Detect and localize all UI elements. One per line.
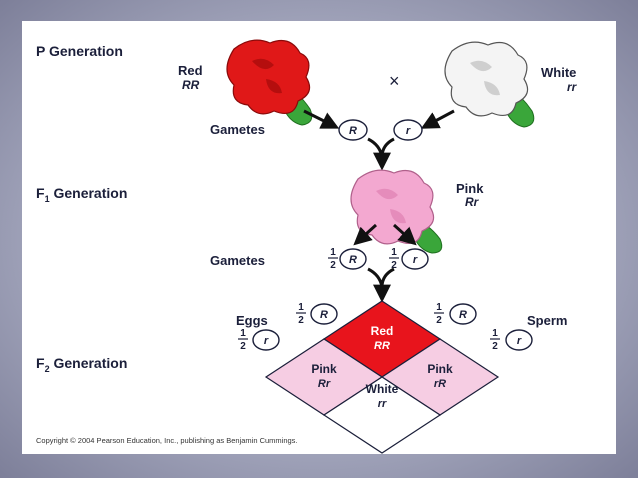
- red-parent-genotype: RR: [182, 78, 200, 92]
- svg-text:2: 2: [391, 260, 397, 271]
- cross-symbol: ×: [389, 71, 400, 91]
- merge-arrow-f1: [367, 137, 395, 158]
- arrow-red-to-gamete: [303, 109, 340, 129]
- diagram-graphics: R r 1 2 R 1 2 r: [226, 39, 535, 454]
- svg-text:R: R: [459, 309, 467, 321]
- white-parent-name: White: [541, 65, 577, 80]
- punnett-square: [264, 300, 500, 454]
- arrow-white-to-gamete: [420, 109, 455, 129]
- svg-text:1: 1: [436, 302, 442, 313]
- f2-generation-label: F2 Generation: [36, 355, 128, 374]
- gamete-letter-R: R: [349, 125, 357, 137]
- cell-right-name: Pink: [427, 362, 453, 376]
- cell-right-genotype: rR: [434, 378, 446, 390]
- f1-generation-label: F1 Generation: [36, 185, 128, 204]
- cell-bottom-name: White: [366, 382, 399, 396]
- svg-text:1: 1: [492, 328, 498, 339]
- sperm-circle-R: [449, 303, 477, 325]
- p-gametes-label: Gametes: [210, 122, 265, 137]
- cell-bottom-genotype: rr: [378, 398, 387, 410]
- f1-gametes-label: Gametes: [210, 253, 265, 268]
- gamete-letter-r: r: [406, 125, 411, 137]
- svg-text:2: 2: [436, 315, 442, 326]
- egg-circle-r: [252, 329, 280, 351]
- sperm-circle-r: [505, 329, 533, 351]
- egg-circle-R: [310, 303, 338, 325]
- p-generation-label: P Generation: [36, 43, 123, 59]
- copyright-text: Copyright © 2004 Pearson Education, Inc.…: [36, 436, 298, 445]
- red-flower-icon: [226, 39, 313, 126]
- svg-text:R: R: [320, 309, 328, 321]
- svg-text:1: 1: [240, 328, 246, 339]
- cell-top-name: Red: [371, 324, 394, 338]
- arrow-f1-to-r: [392, 223, 417, 246]
- svg-text:R: R: [349, 254, 357, 266]
- pink-flower-icon: [350, 169, 443, 254]
- red-parent-name: Red: [178, 63, 203, 78]
- f1-genotype: Rr: [465, 195, 479, 209]
- gamete-circle-R: [338, 119, 368, 141]
- svg-text:r: r: [264, 335, 269, 347]
- punnett-cell-bottom: [322, 376, 442, 454]
- svg-text:2: 2: [240, 341, 246, 352]
- merge-arrow-f2: [367, 267, 395, 288]
- sperm-label: Sperm: [527, 313, 568, 328]
- cell-left-genotype: Rr: [318, 378, 331, 390]
- cell-left-name: Pink: [311, 362, 337, 376]
- svg-text:2: 2: [298, 315, 304, 326]
- svg-text:2: 2: [330, 260, 336, 271]
- gamete-circle-r: [393, 119, 423, 141]
- f1-gamete-circle-R: [339, 248, 367, 270]
- arrow-f1-to-R: [353, 223, 378, 246]
- f1-gamete-frac-num-1: 1: [330, 247, 336, 258]
- svg-text:r: r: [517, 335, 522, 347]
- f1-name: Pink: [456, 181, 484, 196]
- eggs-label: Eggs: [236, 313, 268, 328]
- white-parent-genotype: rr: [567, 80, 577, 94]
- f1-gamete-frac-num-2: 1: [391, 247, 397, 258]
- f1-gamete-circle-r: [401, 248, 429, 270]
- svg-text:1: 1: [298, 302, 304, 313]
- svg-text:2: 2: [492, 341, 498, 352]
- diagram-panel: R r 1 2 R 1 2 r: [22, 21, 616, 454]
- cell-top-genotype: RR: [374, 340, 390, 352]
- white-flower-icon: [444, 41, 535, 128]
- svg-text:r: r: [413, 254, 418, 266]
